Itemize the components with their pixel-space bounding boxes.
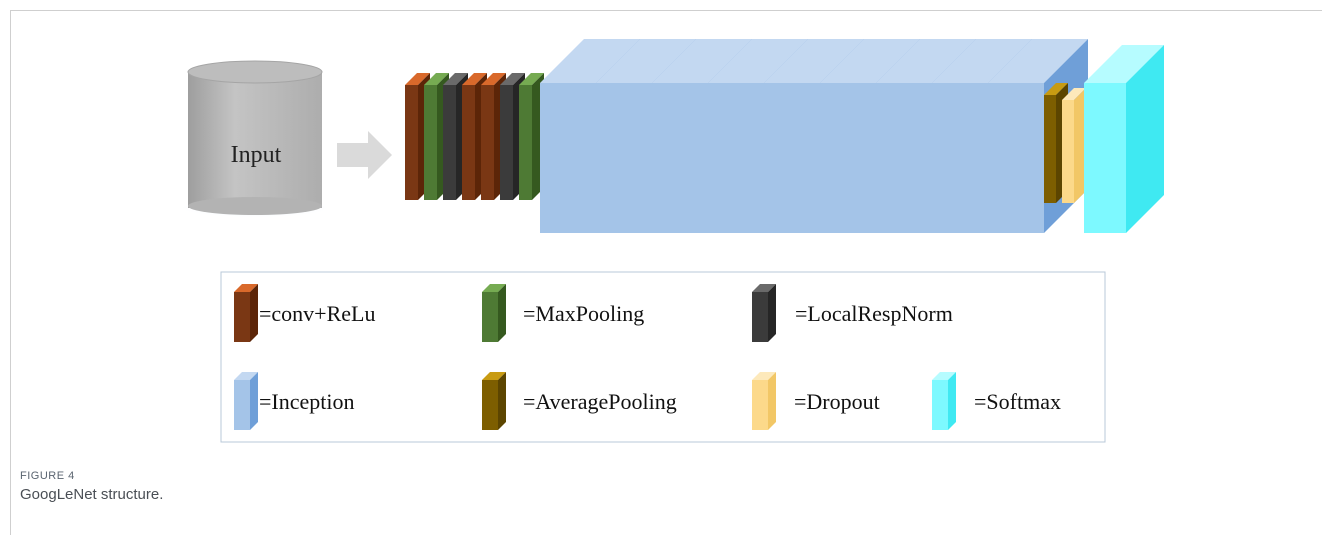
legend-swatch-inception (234, 372, 258, 430)
flow-arrow (337, 131, 392, 179)
legend-swatch-avgpool (482, 372, 506, 430)
legend-label-softmax: =Softmax (974, 389, 1061, 414)
layer-softmax-18 (1084, 45, 1164, 233)
legend-label-dropout: =Dropout (794, 389, 880, 414)
legend-label-conv: =conv+ReLu (259, 301, 375, 326)
legend-label-maxpool: =MaxPooling (523, 301, 644, 326)
legend-label-inception: =Inception (259, 389, 355, 414)
legend: =conv+ReLu =MaxPooling =LocalRespNorm =Ince… (234, 284, 1061, 430)
legend-swatch-softmax (932, 372, 956, 430)
legend-swatch-conv (234, 284, 258, 342)
layer-dropout-17 (1062, 88, 1086, 203)
legend-label-avgpool: =AveragePooling (523, 389, 677, 414)
figure-frame (10, 10, 1322, 535)
legend-box (220, 271, 1106, 443)
googlenet-diagram: Input =conv+ReLu =MaxPooling =LocalRespNor… (177, 39, 1164, 443)
legend-label-lrn: =LocalRespNorm (795, 301, 953, 326)
input-label: Input (231, 142, 282, 168)
layer-pipeline (405, 39, 1164, 233)
input-cylinder: Input (177, 60, 333, 218)
legend-swatch-maxpool (482, 284, 506, 342)
legend-swatch-dropout (752, 372, 776, 430)
figure-label: FIGURE 4 (20, 470, 75, 482)
figure-caption: GoogLeNet structure. (20, 486, 164, 503)
legend-swatch-lrn (752, 284, 776, 342)
